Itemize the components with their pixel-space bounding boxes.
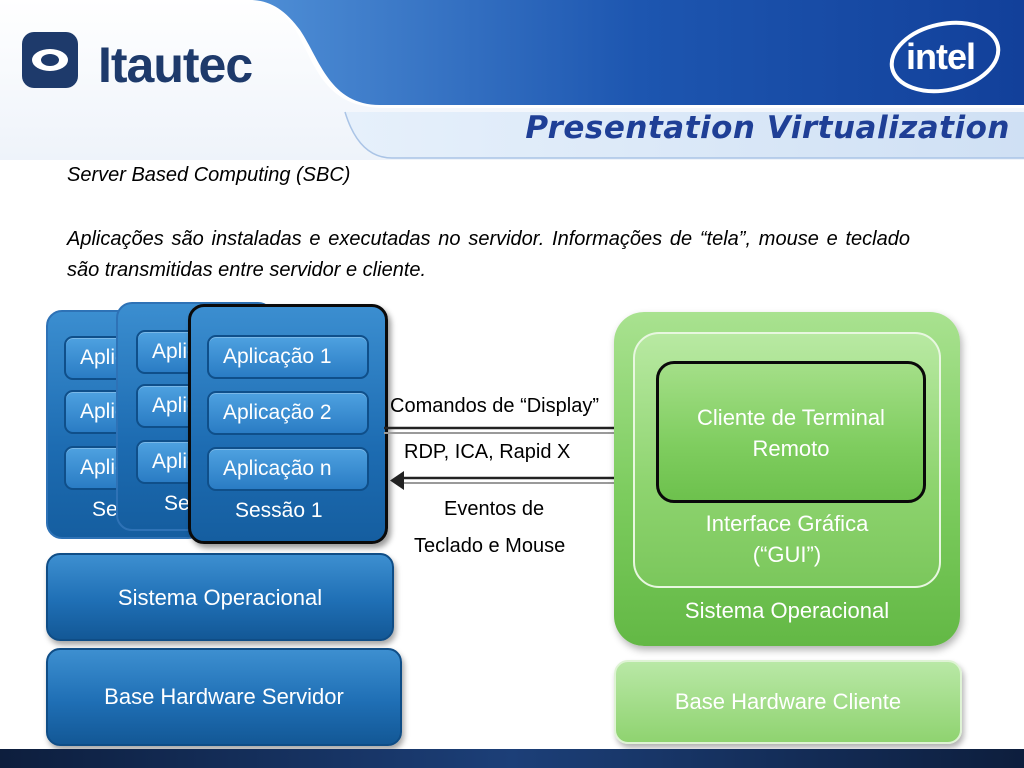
slide-header: Itautec intel Presentation Virtualizatio… [0, 0, 1024, 160]
server-os-layer: Sistema Operacional [46, 553, 394, 641]
protocols-label: RDP, ICA, Rapid X [404, 441, 571, 463]
events-label-line1: Eventos de [444, 498, 545, 520]
client-os-label: Sistema Operacional [684, 598, 890, 623]
itautec-logo-text: Itautec [98, 37, 253, 93]
terminal-client-label-line2: Remoto [752, 436, 830, 461]
client-hardware-label: Base Hardware Cliente [674, 689, 902, 714]
client-gui-label-line2: (“GUI”) [752, 542, 822, 567]
server-hardware-layer: Base Hardware Servidor [46, 648, 402, 746]
session-1-label: Sessão 1 [235, 499, 323, 522]
session-1-app-2: Aplicação 2 [207, 391, 369, 435]
server-os-label: Sistema Operacional [117, 585, 323, 610]
session-1-panel: Aplicação 1 Aplicação 2 Aplicação n Sess… [188, 304, 388, 544]
description-paragraph: Aplicações são instaladas e executadas n… [67, 228, 910, 281]
intel-logo-text: intel [906, 36, 976, 77]
session-1-app-n: Aplicação n [207, 447, 369, 491]
intel-logo-icon [889, 20, 1001, 94]
subtitle: Server Based Computing (SBC) [67, 164, 351, 186]
server-hardware-label: Base Hardware Servidor [104, 684, 344, 709]
slide-title: Presentation Virtualization [525, 110, 1010, 146]
terminal-client-label-line1: Cliente de Terminal [697, 405, 885, 430]
header-background [0, 0, 1024, 160]
client-hardware-layer: Base Hardware Cliente [614, 660, 962, 744]
events-label-line2: Teclado e Mouse [414, 535, 566, 557]
client-gui-label-line1: Interface Gráfica [705, 511, 869, 536]
display-commands-label: Comandos de “Display” [390, 395, 599, 417]
remote-terminal-client-box: Cliente de Terminal Remoto [656, 361, 926, 503]
footer-band [0, 749, 1024, 768]
session-1-app-1: Aplicação 1 [207, 335, 369, 379]
